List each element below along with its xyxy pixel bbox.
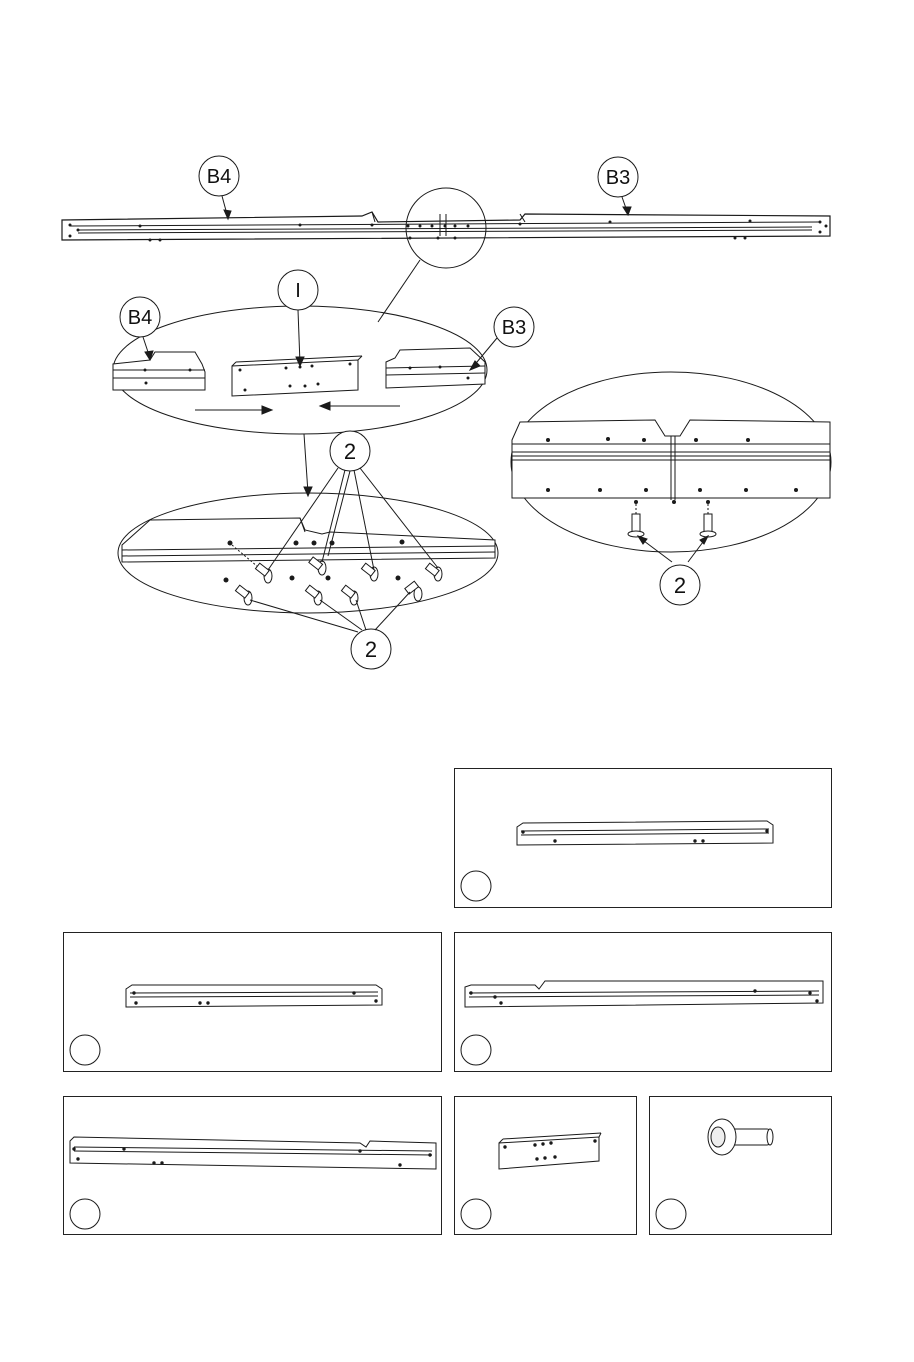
part-panel-i — [454, 1096, 637, 1235]
assembly-diagram: B4 B3 I B4 B3 2 2 2 — [0, 0, 914, 760]
part-panel-b2 — [63, 932, 442, 1072]
exploded-detail-ellipse — [113, 306, 487, 434]
notched-rail-icon — [64, 1097, 443, 1236]
connector-plate-icon — [455, 1097, 638, 1236]
part-panel-b4 — [63, 1096, 442, 1235]
long-rail-icon — [455, 769, 833, 909]
callout-rivet-lower — [250, 592, 410, 669]
joint-detail-ellipse — [511, 372, 831, 552]
label-rivet-lower: 2 — [365, 637, 377, 662]
top-rail-assembly — [62, 212, 830, 242]
rivet-icon — [650, 1097, 833, 1236]
part-panel-b3-long — [454, 932, 832, 1072]
label-rivet-right: 2 — [674, 573, 686, 598]
label-b4-top: B4 — [207, 166, 231, 188]
label-part-i: I — [295, 280, 301, 302]
label-b3-detail: B3 — [502, 317, 526, 339]
part-panel-rivet — [649, 1096, 832, 1235]
label-b3-top: B3 — [606, 167, 630, 189]
short-rail-icon — [64, 933, 443, 1073]
part-panel-b3 — [454, 768, 832, 908]
label-b4-detail: B4 — [128, 307, 152, 329]
notched-rail-icon — [455, 933, 833, 1073]
label-rivet-upper: 2 — [344, 439, 356, 464]
